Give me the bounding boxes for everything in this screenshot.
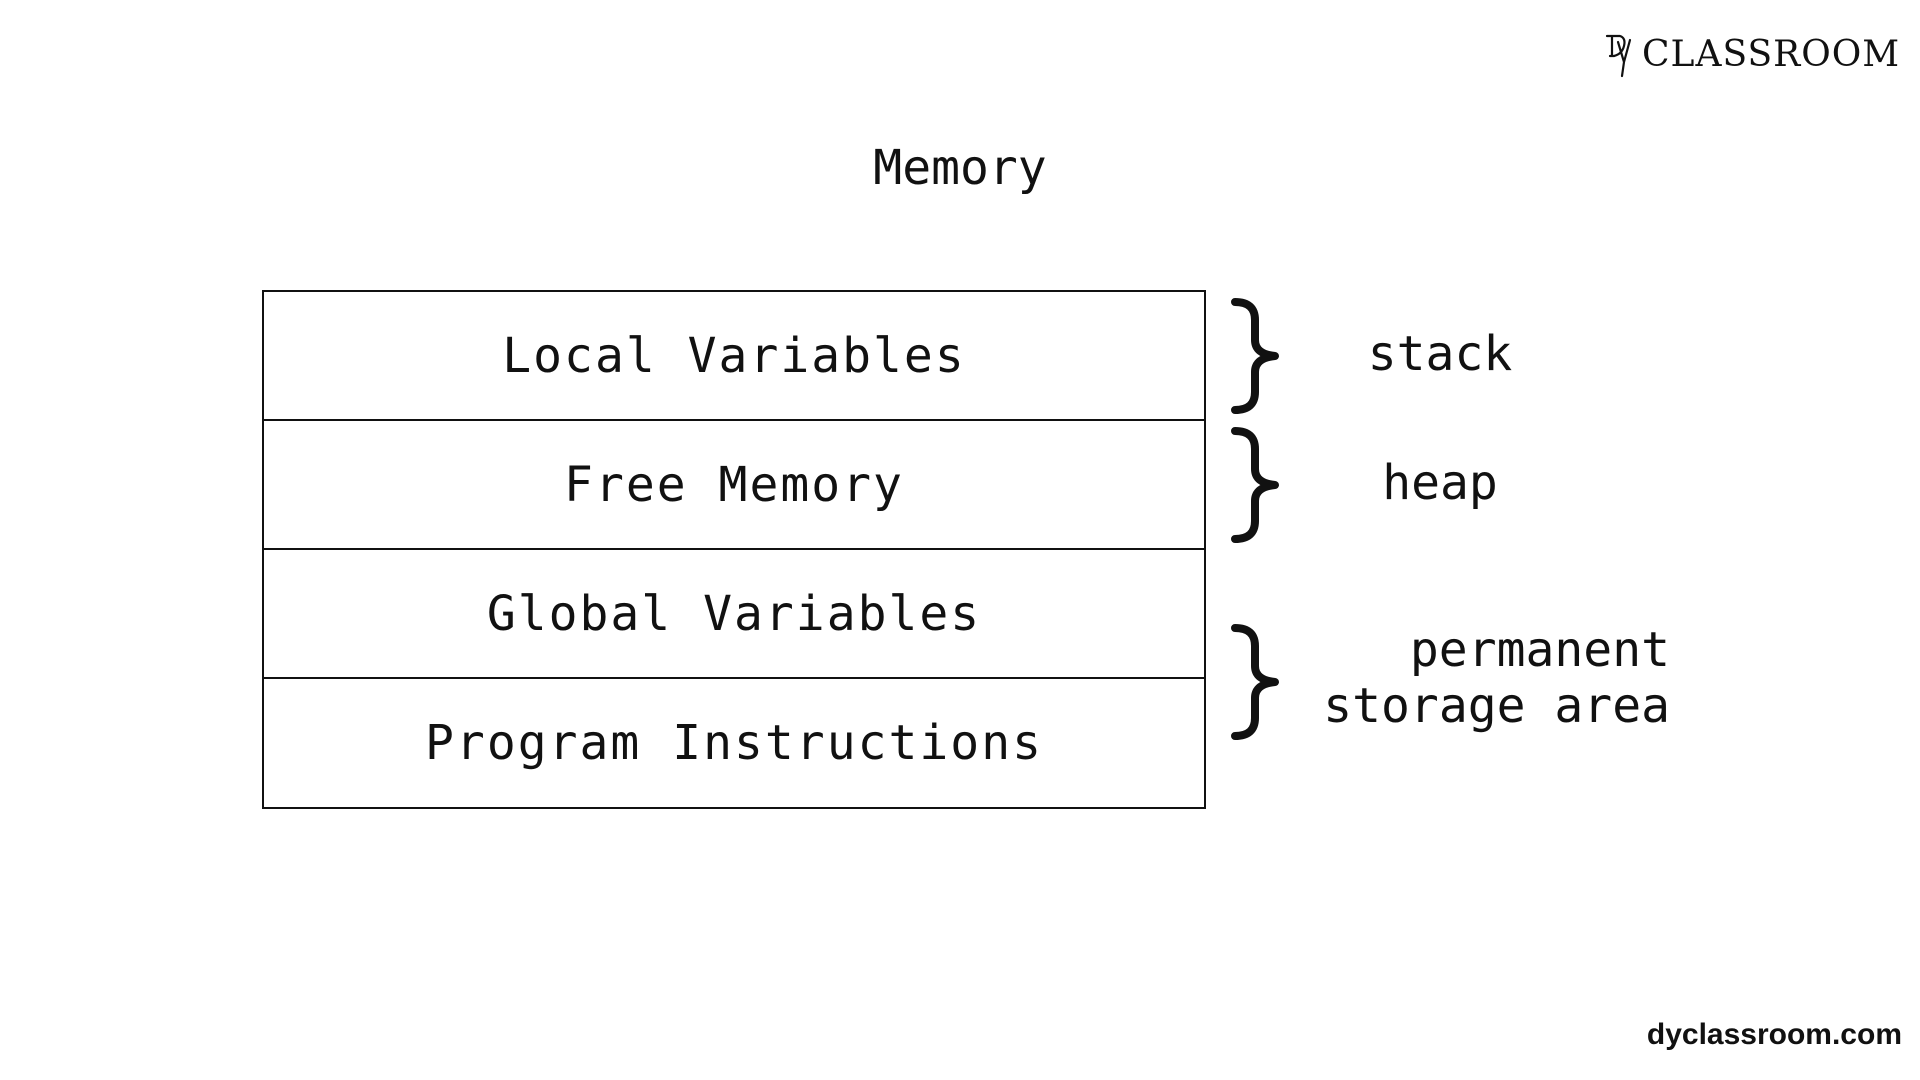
memory-block-free-memory: Free Memory [264, 421, 1204, 550]
heap-brace-icon [1231, 427, 1279, 543]
stack-label: stack [1367, 326, 1513, 382]
logo-text: CLASSROOM [1642, 34, 1901, 75]
memory-block-global-variables: Global Variables [264, 550, 1204, 679]
diagram-title: Memory [873, 140, 1047, 196]
permanent-storage-brace-icon [1231, 624, 1279, 740]
dy-logo-icon [1605, 34, 1632, 78]
memory-block-program-instructions: Program Instructions [425, 715, 1043, 771]
memory-layout: Local Variables Free Memory Global Varia… [262, 290, 1206, 809]
brand-logo: CLASSROOM [1604, 32, 1900, 78]
heap-label: heap [1382, 455, 1498, 511]
stack-brace-icon [1231, 298, 1279, 414]
permanent-storage-label: permanent storage area [1323, 622, 1670, 734]
website-footer: dyclassroom.com [1646, 1018, 1902, 1051]
memory-block-local-variables: Local Variables [264, 292, 1204, 421]
